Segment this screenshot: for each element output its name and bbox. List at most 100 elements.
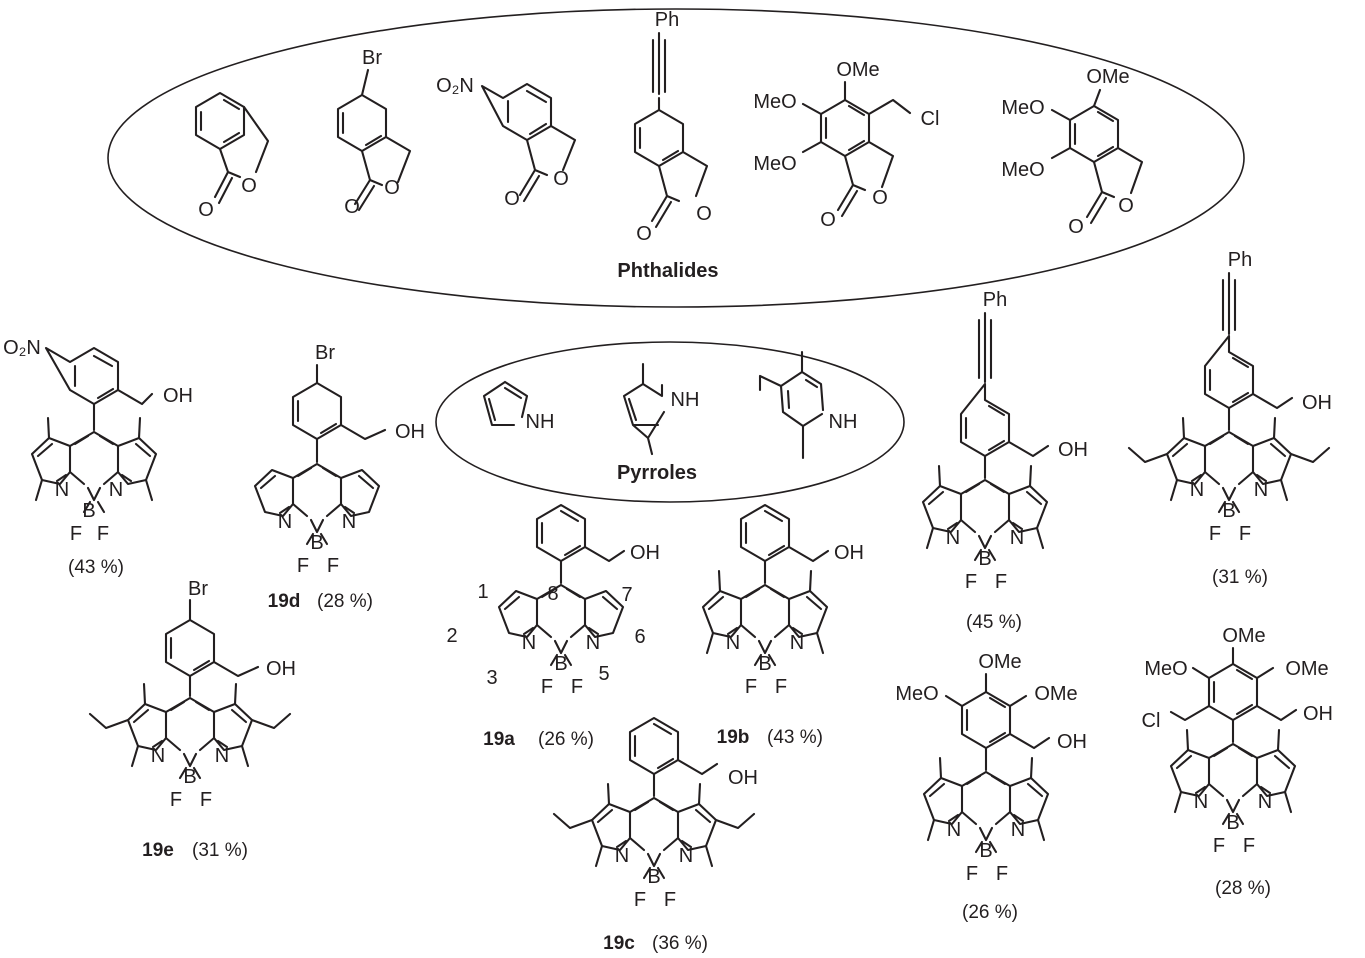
nitrogen-label: N xyxy=(946,527,960,549)
compound-id-label: 19a xyxy=(483,729,515,750)
nitrogen-label: N xyxy=(55,479,69,501)
nitrogen-label: N xyxy=(586,632,600,654)
yield-label: (31 %) xyxy=(1212,567,1268,588)
carbonyl-oxygen-label: O xyxy=(636,223,652,245)
nitrogen-label: N xyxy=(151,745,165,767)
nitrogen-label: N xyxy=(1254,479,1268,501)
boron-label: B xyxy=(758,653,771,675)
position-number: 2 xyxy=(446,625,457,647)
methoxy-label: MeO xyxy=(1001,159,1044,181)
boron-label: B xyxy=(647,866,660,888)
methoxy-label: MeO xyxy=(1001,97,1044,119)
hydroxyl-label: OH xyxy=(630,542,660,564)
phenyl-label: Ph xyxy=(655,9,679,31)
fluorine-label: F xyxy=(966,863,978,885)
bromine-label: Br xyxy=(315,342,335,364)
fluorine-label: F xyxy=(775,676,787,698)
yield-label: (28 %) xyxy=(1215,878,1271,899)
compound-19a-structure: OH N N B F F 1 2 3 5 6 7 8 19a (26 %) xyxy=(446,503,660,750)
nitrogen-label: N xyxy=(947,819,961,841)
hydroxyl-label: OH xyxy=(1302,392,1332,414)
nitrogen-label: N xyxy=(278,511,292,533)
hydroxyl-label: OH xyxy=(1057,731,1087,753)
phenylethynyl-bodipy-1-structure: Ph OH N N B F F (45 %) xyxy=(921,289,1088,633)
fluorine-label: F xyxy=(996,863,1008,885)
boron-label: B xyxy=(979,840,992,862)
methoxy-label: MeO xyxy=(1144,658,1187,680)
boron-label: B xyxy=(310,532,323,554)
ring-oxygen-label: O xyxy=(696,203,712,225)
fluorine-label: F xyxy=(571,676,583,698)
ring-oxygen-label: O xyxy=(553,168,569,190)
compound-id-label: 19e xyxy=(142,840,174,861)
nitrogen-label: N xyxy=(615,845,629,867)
methoxy-label: MeO xyxy=(895,683,938,705)
pyrroles-title: Pyrroles xyxy=(617,462,697,484)
carbonyl-oxygen-label: O xyxy=(198,199,214,221)
fluorine-label: F xyxy=(664,889,676,911)
fluorine-label: F xyxy=(1213,835,1225,857)
chlorine-label: Cl xyxy=(1142,710,1161,732)
compound-id-label: 19b xyxy=(717,727,750,748)
fluorine-label: F xyxy=(297,555,309,577)
nitrogen-label: N xyxy=(790,632,804,654)
compound-19e-structure: Br OH N N B F F 19e (31 %) xyxy=(88,578,296,861)
hydroxyl-label: OH xyxy=(395,421,425,443)
compound-19d-structure: Br OH N N B F F 19d (28 %) xyxy=(253,342,425,612)
boron-label: B xyxy=(1226,812,1239,834)
nitro-label: O₂N xyxy=(3,337,41,359)
compound-19c-structure: OH N N B F F 19c (36 %) xyxy=(552,716,758,954)
nitrogen-label: N xyxy=(109,479,123,501)
pyrroles-group: Pyrroles NH NH NH xyxy=(435,341,905,503)
yield-label: (26 %) xyxy=(538,729,594,750)
nitro-label: O₂N xyxy=(436,75,474,97)
fluorine-label: F xyxy=(745,676,757,698)
phenylethynylphthalide-structure: Ph O O xyxy=(633,9,712,245)
nitrogen-label: N xyxy=(679,845,693,867)
compound-id-label: 19c xyxy=(603,933,635,954)
nitrogen-label: N xyxy=(1010,527,1024,549)
hydroxyl-label: OH xyxy=(163,385,193,407)
trimethoxy-bodipy-1-structure: OMe MeO OMe OH N N B F F (26 %) xyxy=(895,651,1087,923)
fluorine-label: F xyxy=(200,789,212,811)
nitrogen-label: N xyxy=(726,632,740,654)
ethyldimethylpyrrole-structure: NH xyxy=(758,350,858,460)
yield-label: (28 %) xyxy=(317,591,373,612)
fluorine-label: F xyxy=(541,676,553,698)
pyrrole-structure: NH xyxy=(482,380,555,433)
boron-label: B xyxy=(183,766,196,788)
position-number: 6 xyxy=(634,626,645,648)
nitrogen-label: N xyxy=(522,632,536,654)
hydroxyl-label: OH xyxy=(728,767,758,789)
yield-label: (43 %) xyxy=(68,557,124,578)
hydroxyl-label: OH xyxy=(834,542,864,564)
methoxy-label: OMe xyxy=(1086,66,1129,88)
methoxy-label: OMe xyxy=(1034,683,1077,705)
nitrogen-label: N xyxy=(342,511,356,533)
nh-label: NH xyxy=(526,411,555,433)
fluorine-label: F xyxy=(965,571,977,593)
boron-label: B xyxy=(978,548,991,570)
fluorine-label: F xyxy=(170,789,182,811)
position-number: 7 xyxy=(621,584,632,606)
phenylethynyl-bodipy-2-structure: Ph OH N N B F F (31 %) xyxy=(1127,249,1332,588)
nitrogen-label: N xyxy=(1190,479,1204,501)
boron-label: B xyxy=(82,500,95,522)
yield-label: (45 %) xyxy=(966,612,1022,633)
ring-oxygen-label: O xyxy=(872,187,888,209)
boron-label: B xyxy=(554,653,567,675)
nitrogen-label: N xyxy=(1011,819,1025,841)
fluorine-label: F xyxy=(634,889,646,911)
boron-label: B xyxy=(1222,500,1235,522)
methoxy-label: OMe xyxy=(836,59,879,81)
fluorine-label: F xyxy=(1243,835,1255,857)
phenyl-label: Ph xyxy=(1228,249,1252,271)
position-number: 5 xyxy=(598,663,609,685)
fluorine-label: F xyxy=(1239,523,1251,545)
nh-label: NH xyxy=(829,411,858,433)
ring-oxygen-label: O xyxy=(241,175,257,197)
trimethoxyphthalide-structure: OMe MeO MeO O O xyxy=(1001,66,1144,238)
bromine-label: Br xyxy=(188,578,208,600)
fluorine-label: F xyxy=(97,523,109,545)
